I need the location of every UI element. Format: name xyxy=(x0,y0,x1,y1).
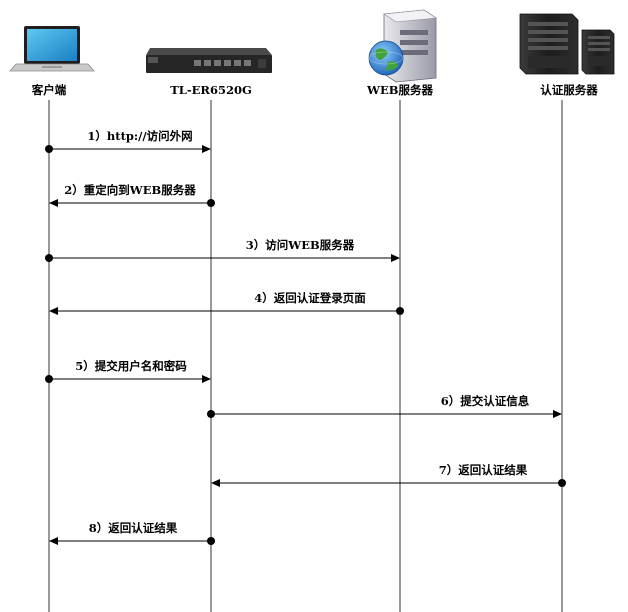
message-origin-dot-3 xyxy=(45,254,53,262)
message-label-2: 2）重定向到WEB服务器 xyxy=(64,183,196,197)
message-arrowhead-3 xyxy=(391,254,400,262)
message-origin-dot-7 xyxy=(558,479,566,487)
message-arrowhead-5 xyxy=(202,375,211,383)
message-arrowhead-8 xyxy=(49,537,58,545)
message-label-4: 4）返回认证登录页面 xyxy=(254,291,366,305)
participant-label-auth: 认证服务器 xyxy=(540,83,598,97)
message-layer: 1）http://访问外网 2）重定向到WEB服务器 3）访问WEB服务器 4）返回认… xyxy=(45,129,566,545)
message-label-1: 1）http://访问外网 xyxy=(87,129,192,143)
message-label-6: 6）提交认证信息 xyxy=(441,394,530,408)
message-origin-dot-1 xyxy=(45,145,53,153)
router-icon xyxy=(146,48,272,73)
message-arrowhead-4 xyxy=(49,307,58,315)
participant-label-client: 客户端 xyxy=(31,83,67,97)
server-tower-icon xyxy=(519,13,615,75)
message-arrowhead-6 xyxy=(553,410,562,418)
message-label-8: 8）返回认证结果 xyxy=(89,521,178,535)
message-origin-dot-2 xyxy=(207,199,215,207)
message-arrowhead-7 xyxy=(211,479,220,487)
message-label-3: 3）访问WEB服务器 xyxy=(246,238,355,252)
participant-label-router: TL-ER6520G xyxy=(170,83,252,97)
message-label-7: 7）返回认证结果 xyxy=(439,463,528,477)
message-arrowhead-1 xyxy=(202,145,211,153)
participant-label-web: WEB服务器 xyxy=(366,83,433,97)
web-server-globe-icon xyxy=(368,9,437,83)
message-origin-dot-5 xyxy=(45,375,53,383)
message-origin-dot-4 xyxy=(396,307,404,315)
message-label-5: 5）提交用户名和密码 xyxy=(75,359,187,373)
laptop-icon xyxy=(9,26,95,72)
message-origin-dot-6 xyxy=(207,410,215,418)
message-origin-dot-8 xyxy=(207,537,215,545)
message-arrowhead-2 xyxy=(49,199,58,207)
